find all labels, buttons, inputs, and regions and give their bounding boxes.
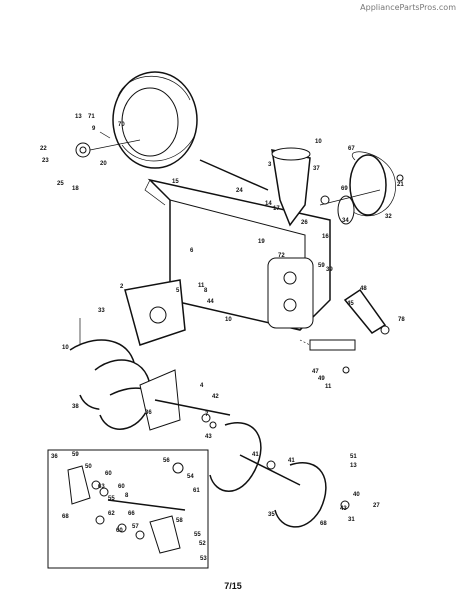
watermark: AppliancePartsPros.com bbox=[360, 3, 456, 12]
callout-label: 57 bbox=[132, 524, 139, 530]
callout-label: 43 bbox=[205, 434, 212, 440]
callout-label: 67 bbox=[348, 146, 355, 152]
callout-label: 38 bbox=[72, 404, 79, 410]
lever-right bbox=[343, 288, 390, 335]
callout-label: 55 bbox=[108, 496, 115, 502]
callout-label: 55 bbox=[194, 532, 201, 538]
callout-label: 24 bbox=[236, 188, 243, 194]
callout-label: 48 bbox=[360, 286, 367, 292]
impeller-drum bbox=[112, 71, 198, 169]
callout-label: 60 bbox=[118, 484, 125, 490]
auger-spirals-left bbox=[69, 339, 231, 431]
callout-label: 7 bbox=[205, 412, 209, 418]
callout-label: 49 bbox=[318, 376, 325, 382]
callout-label: 32 bbox=[385, 214, 392, 220]
pulley-belt-right bbox=[319, 151, 396, 225]
callout-label: 68 bbox=[62, 514, 69, 520]
callout-label: 71 bbox=[88, 114, 95, 120]
drive-pulley-left bbox=[75, 131, 141, 158]
callout-label: 21 bbox=[397, 182, 404, 188]
callout-label: 47 bbox=[312, 369, 319, 375]
callout-label: 41 bbox=[288, 458, 295, 464]
callout-label: 43 bbox=[340, 506, 347, 512]
callout-label: 70 bbox=[118, 122, 125, 128]
callout-label: 26 bbox=[301, 220, 308, 226]
auger-spirals-right bbox=[209, 422, 327, 528]
callout-label: 45 bbox=[347, 301, 354, 307]
callout-label: 22 bbox=[40, 146, 47, 152]
callout-label: 8 bbox=[204, 288, 208, 294]
callout-label: 6 bbox=[190, 248, 194, 254]
callout-label: 27 bbox=[373, 503, 380, 509]
callout-label: 10 bbox=[225, 317, 232, 323]
callout-label: 72 bbox=[278, 253, 285, 259]
callout-label: 8 bbox=[125, 493, 129, 499]
callout-label: 52 bbox=[199, 541, 206, 547]
callout-label: 66 bbox=[128, 511, 135, 517]
callout-label: 4 bbox=[200, 383, 204, 389]
callout-label: 20 bbox=[100, 161, 107, 167]
callout-label: 58 bbox=[176, 518, 183, 524]
callout-label: 60 bbox=[105, 471, 112, 477]
callout-label: 14 bbox=[265, 201, 272, 207]
callout-label: 10 bbox=[315, 139, 322, 145]
callout-label: 42 bbox=[212, 394, 219, 400]
callout-label: 63 bbox=[98, 484, 105, 490]
inset-box bbox=[47, 449, 209, 569]
callout-label: 13 bbox=[75, 114, 82, 120]
callout-label: 10 bbox=[62, 345, 69, 351]
page-number: 7/15 bbox=[224, 581, 242, 591]
callout-label: 44 bbox=[207, 299, 214, 305]
callout-label: 37 bbox=[313, 166, 320, 172]
callout-label: 61 bbox=[193, 488, 200, 494]
callout-label: 33 bbox=[98, 308, 105, 314]
callout-label: 19 bbox=[258, 239, 265, 245]
callout-label: 59 bbox=[318, 263, 325, 269]
callout-label: 17 bbox=[273, 206, 280, 212]
callout-label: 60 bbox=[116, 528, 123, 534]
callout-label: 5 bbox=[176, 288, 180, 294]
callout-label: 13 bbox=[350, 463, 357, 469]
callout-label: 16 bbox=[322, 234, 329, 240]
callout-label: 54 bbox=[187, 474, 194, 480]
auger-housing bbox=[144, 178, 331, 331]
impeller-left bbox=[124, 279, 186, 346]
callout-label: 11 bbox=[198, 283, 205, 289]
callout-label: 59 bbox=[72, 452, 79, 458]
callout-label: 40 bbox=[353, 492, 360, 498]
fasteners bbox=[79, 174, 404, 510]
callout-label: 34 bbox=[342, 218, 349, 224]
callout-label: 36 bbox=[145, 410, 152, 416]
callout-label: 11 bbox=[325, 384, 332, 390]
callout-label: 53 bbox=[200, 556, 207, 562]
callout-label: 31 bbox=[348, 517, 355, 523]
callout-label: 62 bbox=[108, 511, 115, 517]
callout-label: 69 bbox=[341, 186, 348, 192]
lower-belt bbox=[299, 339, 356, 351]
callout-label: 15 bbox=[172, 179, 179, 185]
callout-label: 78 bbox=[398, 317, 405, 323]
callout-label: 51 bbox=[350, 454, 357, 460]
inset-label: 36 bbox=[51, 454, 58, 460]
callout-label: 39 bbox=[326, 267, 333, 273]
callout-label: 23 bbox=[42, 158, 49, 164]
callout-label: 2 bbox=[120, 284, 124, 290]
callout-label: 35 bbox=[268, 512, 275, 518]
callout-label: 18 bbox=[72, 186, 79, 192]
callout-label: 41 bbox=[252, 452, 259, 458]
callout-label: 25 bbox=[57, 181, 64, 187]
callout-label: 68 bbox=[320, 521, 327, 527]
callout-label: 9 bbox=[92, 126, 96, 132]
callout-label: 3 bbox=[268, 162, 272, 168]
callout-label: 50 bbox=[85, 464, 92, 470]
discharge-chute bbox=[271, 147, 311, 227]
drive-shaft bbox=[199, 159, 269, 191]
callout-label: 56 bbox=[163, 458, 170, 464]
